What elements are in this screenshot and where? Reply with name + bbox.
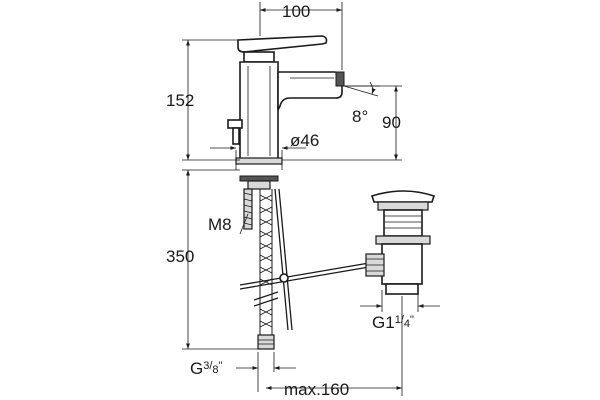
popup-rod	[274, 188, 289, 331]
lever-handle	[237, 35, 328, 53]
washer	[239, 175, 279, 182]
fixing-nut	[247, 180, 271, 190]
popup-knob	[227, 119, 243, 129]
threaded-stud	[243, 188, 253, 230]
pivot-rod	[239, 261, 376, 286]
dim-base-diameter: ø46	[290, 131, 319, 150]
dim-width-top: 100	[282, 2, 310, 21]
base-plate	[235, 157, 283, 165]
inlet-fitting	[257, 334, 275, 350]
dim-hose-length: 350	[166, 247, 194, 266]
flex-hose	[253, 189, 279, 350]
body-column	[239, 61, 279, 161]
drain-tail	[385, 283, 419, 295]
drain-upper	[383, 209, 423, 237]
drain-body	[381, 243, 423, 285]
aerator	[335, 71, 345, 87]
dim-spout-height: 152	[166, 91, 194, 110]
popup-drain	[365, 190, 436, 295]
dimension-lines	[182, 2, 440, 396]
drain-nut	[375, 235, 431, 245]
dim-drain-offset: max.160	[284, 380, 349, 399]
drain-cap	[370, 190, 436, 203]
faucet-body	[227, 35, 345, 165]
handle-neck	[243, 51, 275, 63]
popup-rod-top	[232, 127, 240, 145]
dim-thread-stud: M8	[208, 215, 232, 234]
dim-spout-reach: 90	[382, 113, 401, 132]
dim-inlet-thread: G3/8"	[190, 359, 223, 378]
mounting-assembly	[239, 175, 376, 350]
drain-flange	[377, 201, 429, 211]
dim-drain-thread: G11/4"	[372, 313, 414, 332]
dim-spout-angle: 8°	[352, 107, 368, 126]
rod-clamp	[279, 273, 289, 283]
